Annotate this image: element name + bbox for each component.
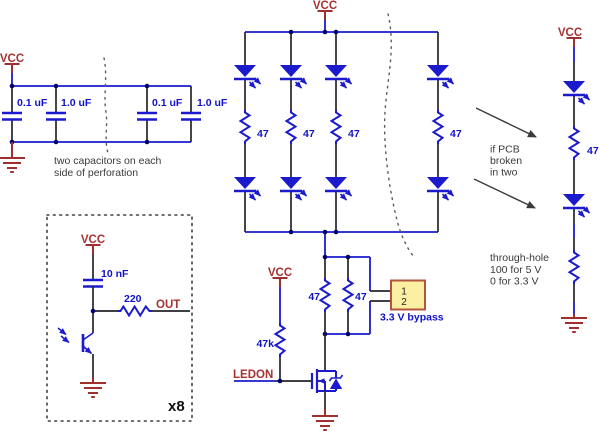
break-arrow-bottom [473,178,536,209]
bypass-pin2-label: 2 [401,297,407,308]
out-net-label: OUT [156,299,180,311]
capacitor-2 [44,111,68,121]
vcc-label-sensor: VCC [81,234,105,246]
cap2-value: 1.0 uF [61,97,92,109]
cap1-value: 0.1 uF [17,97,48,109]
led-row1-col1 [234,65,261,88]
bypass-connector-box [390,279,426,311]
ballast-right-value: 47 [355,291,367,303]
decoupling-note-line2: side of perforation [54,167,138,179]
output-resistor-value: 220 [124,293,142,305]
through-hole-note-line1: through-hole [490,252,549,264]
led-row1-col4 [427,65,454,88]
resistor-col1 [239,109,251,145]
vcc-symbol [565,37,583,48]
driver-leads [324,257,391,334]
ground-symbol-breakaway [560,317,588,333]
vcc-label-decoupling: VCC [0,53,24,65]
resistor-col4 [432,109,444,145]
bypass-connector-label: 3.3 V bypass [380,312,444,324]
through-hole-note-line3: 0 for 3.3 V [490,276,538,288]
output-resistor [117,305,153,317]
sensor-capacitor [81,278,105,288]
ballast-resistor-left [319,277,331,313]
vcc-label-array: VCC [313,0,337,12]
led-row1-col3 [325,65,352,88]
resistor-breakaway-value: 47 [587,145,599,157]
vcc-symbol [316,10,334,21]
bypass-pin1-label: 1 [401,287,407,298]
body-diode-cathode [328,374,344,382]
sensor-cell-outline [46,214,193,422]
breakaway-section: if PCB broken in two VCC 47 through-hole… [473,27,599,333]
mosfet-arrow [318,378,325,384]
vcc-symbol [3,63,21,74]
capacitor-leads [11,86,192,142]
led-breakaway-bottom [563,194,590,217]
pullup-resistor-value: 47k [256,338,274,350]
led-row2-col3 [325,177,352,200]
resistor-col3-value: 47 [348,128,360,140]
vcc-label-breakaway: VCC [558,27,582,39]
led-array-section: VCC 47 47 47 47 [234,0,462,259]
resistor-col4-value: 47 [450,128,462,140]
ballast-resistor-right [342,277,354,313]
resistor-breakaway [568,125,580,161]
pullup-resistor [274,322,286,358]
ledon-net-label: LEDON [233,369,273,381]
vcc-symbol [271,277,289,288]
sensor-cap-value: 10 nF [101,268,129,280]
led-row1-col2 [280,65,307,88]
phototransistor [57,327,94,355]
perforation-line-center [383,13,416,259]
decoupling-section: VCC 0.1 uF 1.0 uF 0.1 uF 1.0 uF two capa… [0,53,228,179]
cap3-value: 0.1 uF [152,97,183,109]
capacitor-1 [0,111,24,121]
break-note-line2: broken [490,155,522,167]
ground-symbol-driver [311,415,339,431]
resistor-col2-value: 47 [303,128,315,140]
vcc-symbol [84,244,102,255]
resistor-col2 [285,109,297,145]
led-row2-col1 [234,177,261,200]
ground-symbol-sensor [79,382,107,398]
break-arrow-top [475,107,537,138]
light-arrow-1 [57,327,67,336]
cell-multiplier-label: x8 [168,398,185,415]
resistor-col3 [330,109,342,145]
driver-section: 47 47 1 2 3.3 V bypass VCC 47k LEDON [233,254,444,431]
led-row2-col4 [427,177,454,200]
resistor-through-hole [568,249,580,285]
capacitor-4 [179,111,203,121]
capacitor-3 [135,111,159,121]
resistor-col1-value: 47 [257,128,269,140]
body-diode [329,378,343,389]
break-note-line1: if PCB [490,144,520,156]
perforation-line-left [103,57,109,154]
led-breakaway-top [563,81,590,104]
break-note-line3: in two [490,167,518,179]
cap4-value: 1.0 uF [197,97,228,109]
array-column-leads [244,32,439,232]
sensor-cell-section: VCC 10 nF 220 OUT x8 [46,214,193,422]
through-hole-note-line2: 100 for 5 V [490,264,541,276]
mosfet [310,334,344,409]
ballast-left-value: 47 [308,291,320,303]
light-arrow-2 [60,335,70,344]
led-row2-col2 [280,177,307,200]
decoupling-note-line1: two capacitors on each [54,155,162,167]
vcc-label-driver: VCC [268,267,292,279]
array-bus-wires [245,20,438,257]
ground-symbol-decoupling [0,157,26,173]
